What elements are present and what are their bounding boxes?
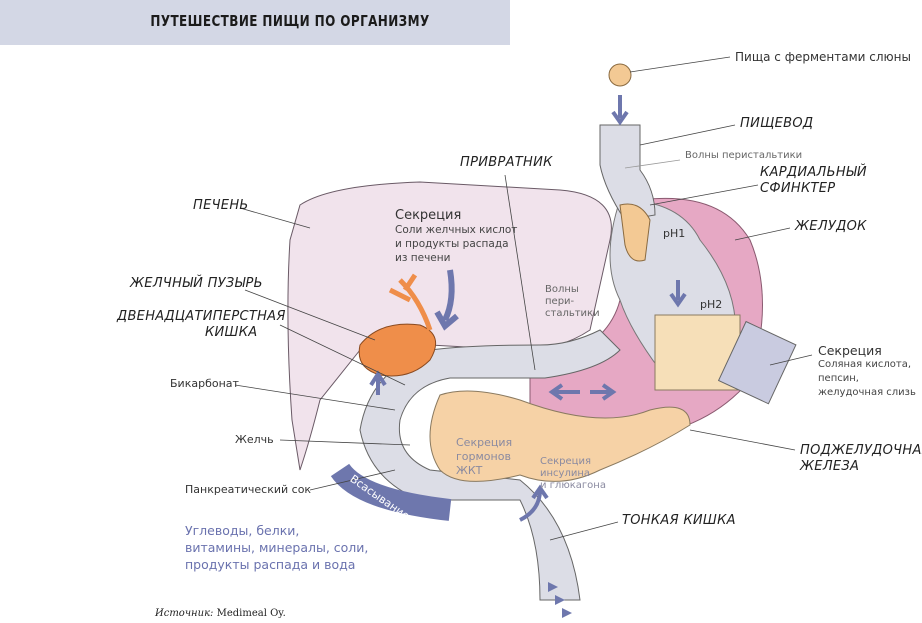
insulin-note: Секреция инсулина и глюкагона <box>540 456 606 492</box>
source-text: Medimeal Oy. <box>213 608 286 619</box>
insulin-line: и глюкагона <box>540 480 606 491</box>
esophagus-shape <box>599 124 656 221</box>
peristalsis-line: стальтики <box>545 308 600 319</box>
stomach-secretion-line: Соляная кислота, <box>818 359 912 370</box>
label-bicarbonate: Бикарбонат <box>170 377 239 390</box>
arrow-left-icon <box>548 383 580 401</box>
label-cardiac-1: КАРДИАЛЬНЫЙ <box>760 165 867 180</box>
stomach-secretion-title: Секреция <box>818 343 882 358</box>
food-bolus <box>608 63 632 87</box>
arrow-up-icon <box>369 370 387 395</box>
hormones-note: Секреция гормонов ЖКТ <box>456 436 512 478</box>
label-liver: ПЕЧЕНЬ <box>193 198 249 213</box>
label-ph1: pH1 <box>663 227 686 240</box>
label-pancreatic-juice: Панкреатический сок <box>185 483 312 496</box>
cardiac-food <box>619 203 651 262</box>
label-cardiac-2: СФИНКТЕР <box>760 181 836 196</box>
arrow-down-icon <box>669 280 687 308</box>
label-gallbladder: ЖЕЛЧНЫЙ ПУЗЫРЬ <box>130 276 263 291</box>
leader-lines <box>234 56 813 541</box>
label-pancreas-2: ЖЕЛЕЗА <box>800 459 860 474</box>
stomach-wall-section <box>717 320 797 405</box>
stomach-secretion-line: желудочная слизь <box>818 387 916 398</box>
insulin-line: Секреция <box>540 456 591 467</box>
nutrients-line: продукты распада и вода <box>185 557 356 572</box>
arrow-right-icon <box>590 383 617 401</box>
label-food: Пища с ферментами слюны <box>735 50 911 64</box>
gallbladder-shape <box>358 323 437 377</box>
nutrients-line: Углеводы, белки, <box>185 523 300 538</box>
label-ph2: pH2 <box>700 298 723 311</box>
stomach-secretion-note: Секреция Соляная кислота, пепсин, желудо… <box>818 343 916 400</box>
insulin-line: инсулина <box>540 468 591 479</box>
bile-duct <box>388 273 433 331</box>
label-pancreas-1: ПОДЖЕЛУДОЧНАЯ <box>800 443 922 458</box>
arrow-up-icon <box>519 484 549 522</box>
label-bile: Желчь <box>235 433 274 446</box>
liver-secretion-line: Соли желчных кислот <box>395 224 518 236</box>
nutrients-line: витамины, минералы, соли, <box>185 540 369 555</box>
hormones-line: гормонов <box>456 450 511 463</box>
peristalsis-mid-note: Волны пери- стальтики <box>545 284 600 320</box>
duodenum-shape <box>359 329 621 601</box>
liver-secretion-line: из печени <box>395 252 451 264</box>
arrow-secretion-icon <box>434 269 459 331</box>
stomach-secretion-line: пепсин, <box>818 373 859 384</box>
source-note: Источник: Medimeal Oy. <box>155 608 286 619</box>
hormones-line: Секреция <box>456 436 513 449</box>
peristalsis-line: Волны <box>545 284 579 295</box>
nutrients-note: Углеводы, белки, витамины, минералы, сол… <box>185 522 368 573</box>
liver-secretion-note: Секреция Соли желчных кислот и продукты … <box>395 208 517 265</box>
label-small-intestine: ТОНКАЯ КИШКА <box>622 513 736 528</box>
absorption-arrow <box>330 463 452 521</box>
label-duodenum-1: ДВЕНАДЦАТИПЕРСТНАЯ <box>117 309 286 324</box>
label-pylorus: ПРИВРАТНИК <box>460 155 553 170</box>
label-stomach: ЖЕЛУДОК <box>795 219 867 234</box>
page-title: ПУТЕШЕСТВИЕ ПИЩИ ПО ОРГАНИЗМУ <box>150 12 430 30</box>
title-bar: ПУТЕШЕСТВИЕ ПИЩИ ПО ОРГАНИЗМУ <box>0 0 510 45</box>
arrow-down-icon <box>611 95 629 126</box>
exit-arrows-icon <box>548 582 572 618</box>
source-prefix: Источник: <box>155 608 214 619</box>
liver-secretion-title: Секреция <box>395 208 462 223</box>
liver-secretion-line: и продукты распада <box>395 238 509 250</box>
peristalsis-line: пери- <box>545 296 575 307</box>
pancreas-shape <box>429 390 691 482</box>
label-esophagus: ПИЩЕВОД <box>740 116 814 131</box>
label-peristalsis-top: Волны перистальтики <box>685 150 803 161</box>
hormones-line: ЖКТ <box>456 464 483 477</box>
label-duodenum-2: КИШКА <box>205 325 258 340</box>
